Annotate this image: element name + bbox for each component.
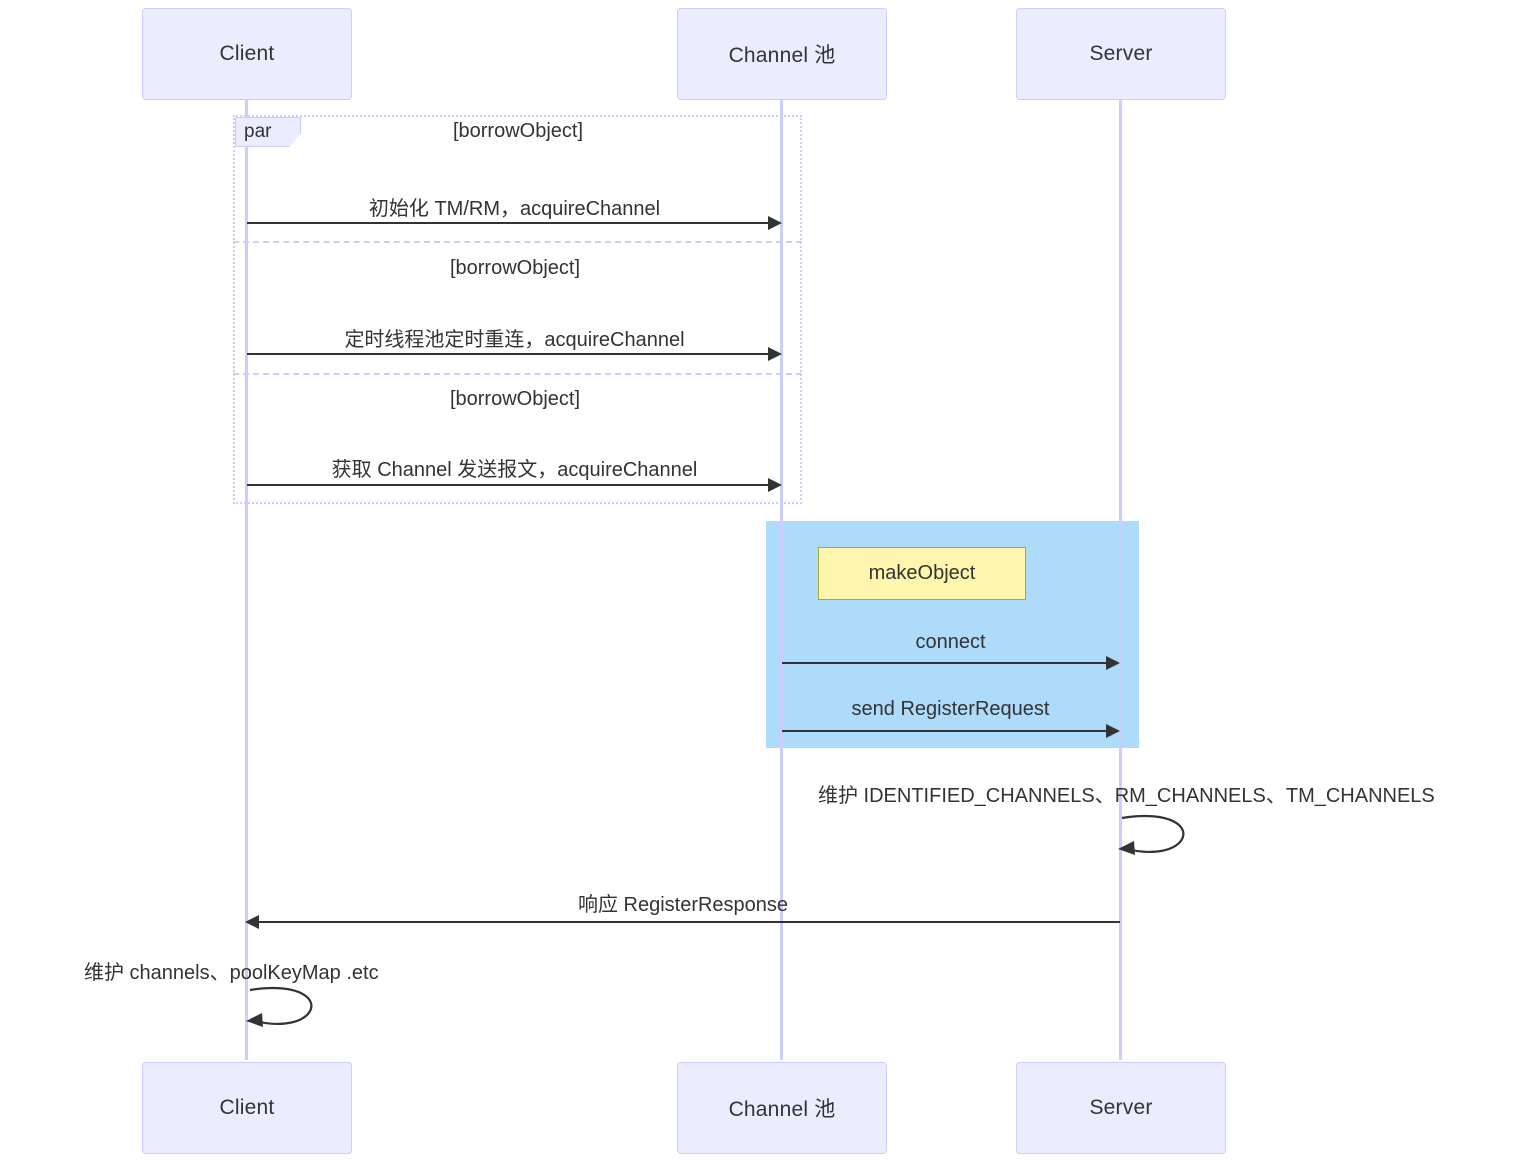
message-label-m6: 维护 IDENTIFIED_CHANNELS、RM_CHANNELS、TM_CH… — [818, 785, 1435, 807]
note-label: makeObject — [868, 562, 976, 584]
par-condition-2: [borrowObject] — [449, 257, 581, 279]
lifeline-pool-overlay — [780, 521, 783, 748]
message-label-m1: 初始化 TM/RM，acquireChannel — [368, 198, 661, 220]
participant-client-top[interactable]: Client — [142, 8, 352, 100]
message-label-m3: 获取 Channel 发送报文，acquireChannel — [331, 459, 698, 481]
message-label-m4: connect — [915, 631, 986, 653]
participant-server-bottom[interactable]: Server — [1016, 1062, 1226, 1154]
par-fragment-operator: par — [235, 117, 301, 147]
message-arrowhead-m3 — [768, 478, 782, 492]
message-label-m5: send RegisterRequest — [851, 698, 1050, 720]
participant-server-top[interactable]: Server — [1016, 8, 1226, 100]
participant-label: Channel 池 — [728, 44, 836, 67]
message-arrowhead-m5 — [1106, 724, 1120, 738]
message-line-m7 — [258, 921, 1120, 923]
participant-pool-bottom[interactable]: Channel 池 — [677, 1062, 887, 1154]
self-message-loop-server — [1118, 814, 1185, 855]
participant-label: Channel 池 — [728, 1098, 836, 1121]
message-arrowhead-m1 — [768, 216, 782, 230]
par-divider-2 — [233, 373, 802, 375]
message-arrowhead-m2 — [768, 347, 782, 361]
lifeline-client — [245, 100, 248, 1060]
message-line-m5 — [782, 730, 1108, 732]
message-line-m1 — [247, 222, 772, 224]
message-label-m2: 定时线程池定时重连，acquireChannel — [344, 329, 685, 351]
participant-client-bottom[interactable]: Client — [142, 1062, 352, 1154]
message-arrowhead-m4 — [1106, 656, 1120, 670]
par-condition-3: [borrowObject] — [449, 388, 581, 410]
lifeline-server-overlay — [1119, 521, 1122, 748]
message-label-m7: 响应 RegisterResponse — [577, 894, 789, 916]
par-operator-label: par — [244, 121, 272, 142]
participant-label: Server — [1089, 42, 1153, 65]
par-fragment — [233, 115, 802, 504]
participant-pool-top[interactable]: Channel 池 — [677, 8, 887, 100]
par-divider-1 — [233, 241, 802, 243]
message-line-m3 — [247, 484, 772, 486]
message-line-m4 — [782, 662, 1108, 664]
message-label-m8: 维护 channels、poolKeyMap .etc — [84, 962, 379, 984]
participant-label: Client — [219, 1096, 275, 1119]
message-arrowhead-m7 — [245, 915, 259, 929]
message-line-m2 — [247, 353, 772, 355]
par-condition-1: [borrowObject] — [452, 120, 584, 142]
note-make-object: makeObject — [818, 547, 1026, 600]
participant-label: Client — [219, 42, 275, 65]
self-message-loop-client — [246, 986, 313, 1027]
participant-label: Server — [1089, 1096, 1153, 1119]
